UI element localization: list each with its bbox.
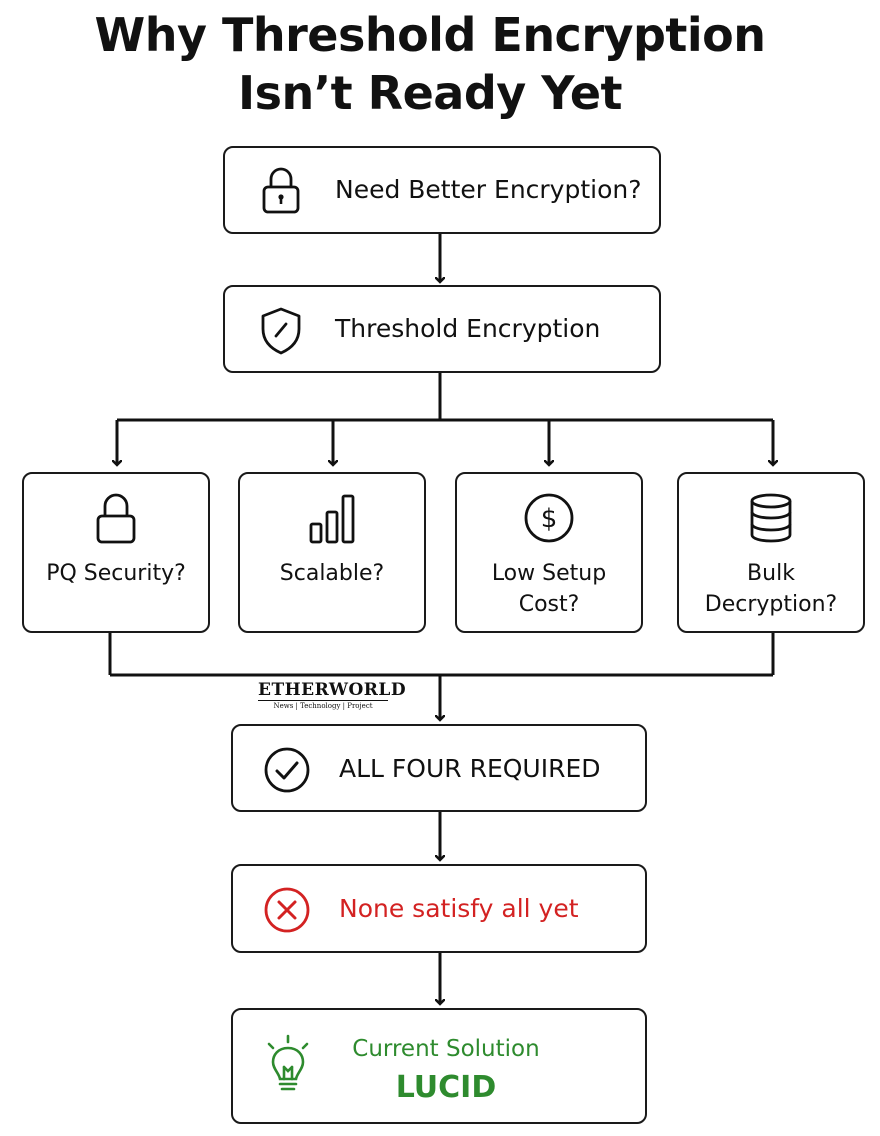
node-need-better-encryption: Need Better Encryption? [223, 146, 661, 234]
logo-name: ETHERWORLD [258, 680, 407, 701]
node-scalable: Scalable? [238, 472, 426, 633]
node-threshold-encryption: Threshold Encryption [223, 285, 661, 373]
criteria-label-line: Scalable? [279, 561, 385, 586]
x-circle-icon [264, 887, 310, 933]
criteria-label: Bulk Decryption? [679, 558, 863, 620]
bar-chart-icon [309, 494, 355, 544]
required-label: ALL FOUR REQUIRED [339, 754, 601, 783]
lightbulb-icon [267, 1034, 309, 1091]
criteria-label-line: Cost? [518, 592, 580, 617]
criteria-label-line: Bulk [747, 561, 795, 586]
criteria-label-line: Decryption? [704, 592, 838, 617]
criteria-label-line: PQ Security? [46, 561, 186, 586]
check-circle-icon [264, 747, 310, 793]
title-line-1: Why Threshold Encryption [94, 8, 766, 62]
node-pq-security: PQ Security? [22, 472, 210, 633]
none-label: None satisfy all yet [339, 894, 579, 923]
node-current-solution: Current Solution LUCID [231, 1008, 647, 1124]
shield-icon [261, 307, 301, 355]
title-line-2: Isn’t Ready Yet [237, 66, 623, 120]
criteria-label-line: Low Setup [491, 561, 607, 586]
node-bulk-decryption: Bulk Decryption? [677, 472, 865, 633]
logo-tagline: News | Technology | Project [273, 702, 373, 710]
etherworld-logo: ETHERWORLD News | Technology | Project [258, 680, 407, 712]
padlock-icon [96, 493, 136, 544]
node-all-four-required: ALL FOUR REQUIRED [231, 724, 647, 812]
criteria-label: Scalable? [240, 558, 424, 589]
criteria-label: Low Setup Cost? [457, 558, 641, 620]
node-low-setup-cost: $ Low Setup Cost? [455, 472, 643, 633]
node-none-satisfy: None satisfy all yet [231, 864, 647, 953]
threshold-label: Threshold Encryption [335, 314, 601, 343]
dollar-coin-icon: $ [524, 493, 574, 543]
need-label: Need Better Encryption? [335, 175, 642, 204]
padlock-icon [262, 167, 300, 214]
criteria-label: PQ Security? [24, 558, 208, 589]
svg-text:$: $ [541, 504, 558, 534]
database-icon [750, 493, 792, 543]
solution-caption: Current Solution [352, 1036, 540, 1062]
diagram-title: Why Threshold Encryption Isn’t Ready Yet [0, 6, 860, 122]
solution-name: LUCID [395, 1070, 497, 1105]
